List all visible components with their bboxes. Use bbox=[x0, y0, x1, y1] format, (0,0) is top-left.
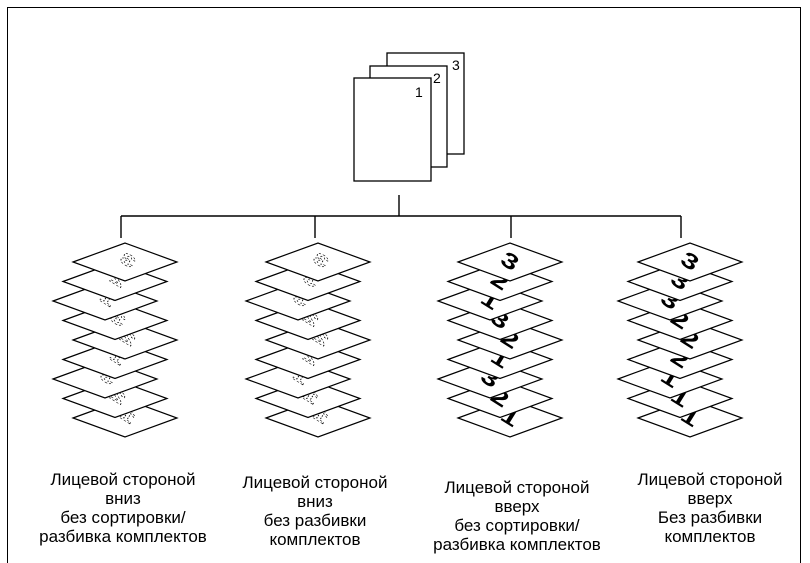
caption-faceup-grouped: Лицевой стороной вверх Без разбивки комп… bbox=[610, 470, 810, 546]
sheet-outline bbox=[71, 242, 179, 282]
original-page-1-number: 1 bbox=[415, 84, 423, 100]
output-sheet: 3 bbox=[264, 242, 372, 282]
sheet-outline bbox=[264, 242, 372, 282]
caption-line: без сортировки/ bbox=[454, 516, 580, 535]
original-page-3-number: 3 bbox=[452, 57, 460, 73]
caption-line: вверх bbox=[687, 489, 733, 508]
caption-line: Лицевой стороной bbox=[444, 478, 590, 497]
caption-facedown-grouped: Лицевой стороной вниз без разбивки компл… bbox=[218, 473, 412, 549]
figure-frame bbox=[7, 7, 801, 563]
caption-line: Лицевой стороной bbox=[50, 470, 196, 489]
original-page-2-number: 2 bbox=[433, 70, 441, 86]
caption-line: Лицевой стороной bbox=[242, 473, 388, 492]
caption-line: без сортировки/ bbox=[60, 508, 186, 527]
caption-line: вниз bbox=[105, 489, 141, 508]
caption-line: вверх bbox=[494, 497, 540, 516]
caption-facedown-nosort: Лицевой стороной вниз без сортировки/ ра… bbox=[18, 470, 228, 546]
original-page-1 bbox=[353, 77, 432, 182]
sheet-outline bbox=[456, 242, 564, 282]
sheet-outline bbox=[636, 242, 744, 282]
caption-faceup-nosort: Лицевой стороной вверх без сортировки/ р… bbox=[412, 478, 622, 554]
output-sheet: 3 bbox=[456, 242, 564, 282]
caption-line: Лицевой стороной bbox=[637, 470, 783, 489]
caption-line: разбивка комплектов bbox=[39, 527, 207, 546]
caption-line: комплектов bbox=[664, 527, 756, 546]
output-sheet: 3 bbox=[71, 242, 179, 282]
caption-line: вниз bbox=[297, 492, 333, 511]
caption-line: без разбивки bbox=[263, 511, 367, 530]
original-document-stack: 3 2 1 bbox=[353, 52, 465, 182]
caption-line: разбивка комплектов bbox=[433, 535, 601, 554]
output-sheet: 3 bbox=[636, 242, 744, 282]
caption-line: комплектов bbox=[269, 530, 361, 549]
caption-line: Без разбивки bbox=[657, 508, 763, 527]
connector-tree bbox=[120, 195, 682, 238]
